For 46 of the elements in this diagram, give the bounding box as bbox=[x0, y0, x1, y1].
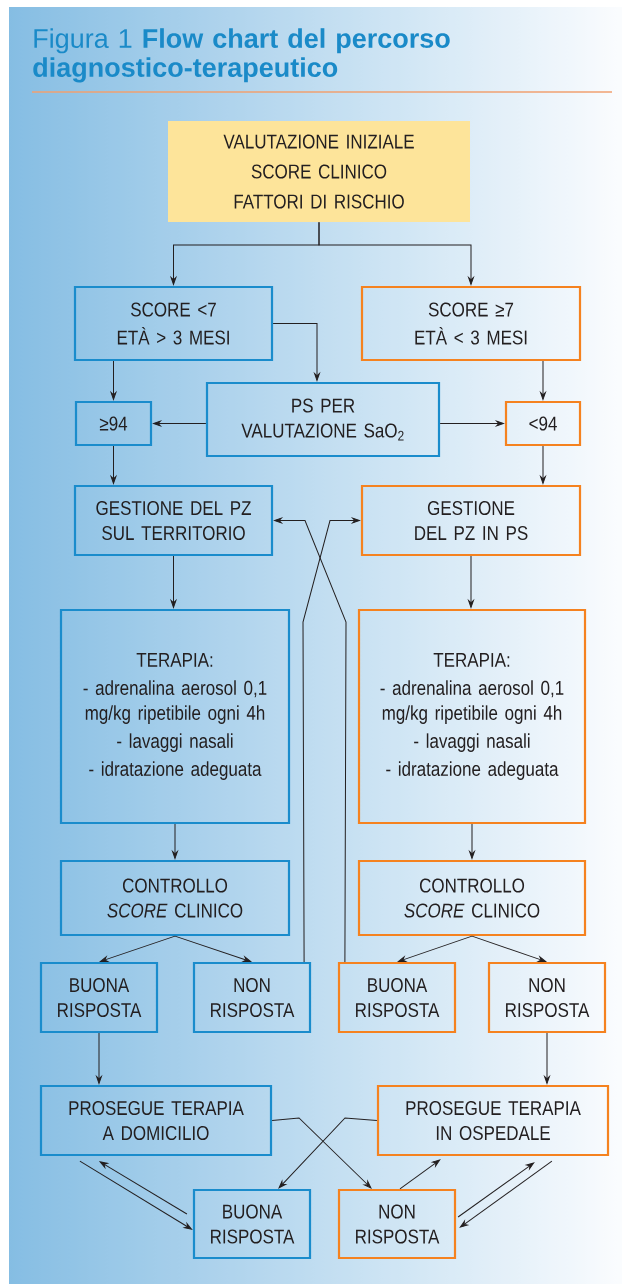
arrow bbox=[174, 935, 252, 963]
outcome-box: NON RISPOSTA bbox=[487, 961, 607, 1034]
arrow bbox=[540, 445, 546, 484]
arrow bbox=[172, 823, 178, 859]
process-box: SCORE ≥7 ETÀ < 3 MESI bbox=[360, 285, 582, 362]
arrow bbox=[153, 420, 207, 427]
process-box: CONTROLLO SCORE CLINICO bbox=[59, 859, 291, 937]
arrow bbox=[318, 221, 474, 285]
arrow bbox=[468, 555, 474, 608]
process-box: GESTIONE DEL PZ SUL TERRITORIO bbox=[73, 484, 274, 557]
process-box: PS PER VALUTAZIONE SaO$_{2}$ bbox=[205, 381, 441, 458]
arrow bbox=[540, 360, 546, 400]
arrow bbox=[110, 360, 117, 400]
outcome-box: BUONA RISPOSTA bbox=[192, 1188, 312, 1260]
arrow bbox=[79, 1160, 193, 1230]
process-box: GESTIONE DEL PZ IN PS bbox=[360, 484, 582, 557]
arrow bbox=[471, 935, 547, 962]
arrow bbox=[469, 823, 475, 859]
arrow bbox=[544, 1032, 550, 1084]
title: Figura 1 Flow chart del percorso diagnostico-terapeutico bbox=[33, 28, 450, 83]
arrow bbox=[399, 1159, 441, 1190]
arrow bbox=[459, 1160, 553, 1228]
arrow bbox=[110, 445, 117, 484]
process-box: CONTROLLO SCORE CLINICO bbox=[357, 859, 587, 937]
threshold-box: <94 bbox=[504, 400, 582, 447]
arrow bbox=[457, 1162, 535, 1218]
arrow bbox=[272, 323, 320, 381]
arrow bbox=[96, 1032, 102, 1084]
threshold-box: ≥94 bbox=[74, 400, 153, 447]
outcome-box: BUONA RISPOSTA bbox=[337, 961, 457, 1034]
process-box: SCORE <7 ETÀ > 3 MESI bbox=[73, 285, 274, 362]
arrow bbox=[439, 420, 504, 427]
arrow bbox=[274, 517, 347, 963]
outcome-box: BUONA RISPOSTA bbox=[39, 961, 159, 1034]
therapy-box: TERAPIA: - adrenalina aerosol 0,1 mg/kg ripetibile ogni 4h - lavaggi nasali - idratazione adeguata bbox=[59, 608, 291, 825]
arrow bbox=[302, 517, 360, 963]
arrow bbox=[170, 555, 177, 608]
process-box: PROSEGUE TERAPIA A DOMICILIO bbox=[39, 1084, 273, 1157]
outcome-box: NON RISPOSTA bbox=[337, 1188, 457, 1260]
process-box: PROSEGUE TERAPIA IN OSPEDALE bbox=[376, 1084, 610, 1157]
start-box: VALUTAZIONE INIZIALE SCORE CLINICO FATTORI DI RISCHIO bbox=[168, 121, 470, 222]
arrow bbox=[397, 935, 473, 962]
arrow bbox=[99, 935, 176, 962]
arrow bbox=[99, 1161, 188, 1215]
outcome-box: NON RISPOSTA bbox=[192, 961, 312, 1034]
therapy-box: TERAPIA: - adrenalina aerosol 0,1 mg/kg ripetibile ogni 4h - lavaggi nasali - idratazione adeguata bbox=[357, 608, 587, 825]
